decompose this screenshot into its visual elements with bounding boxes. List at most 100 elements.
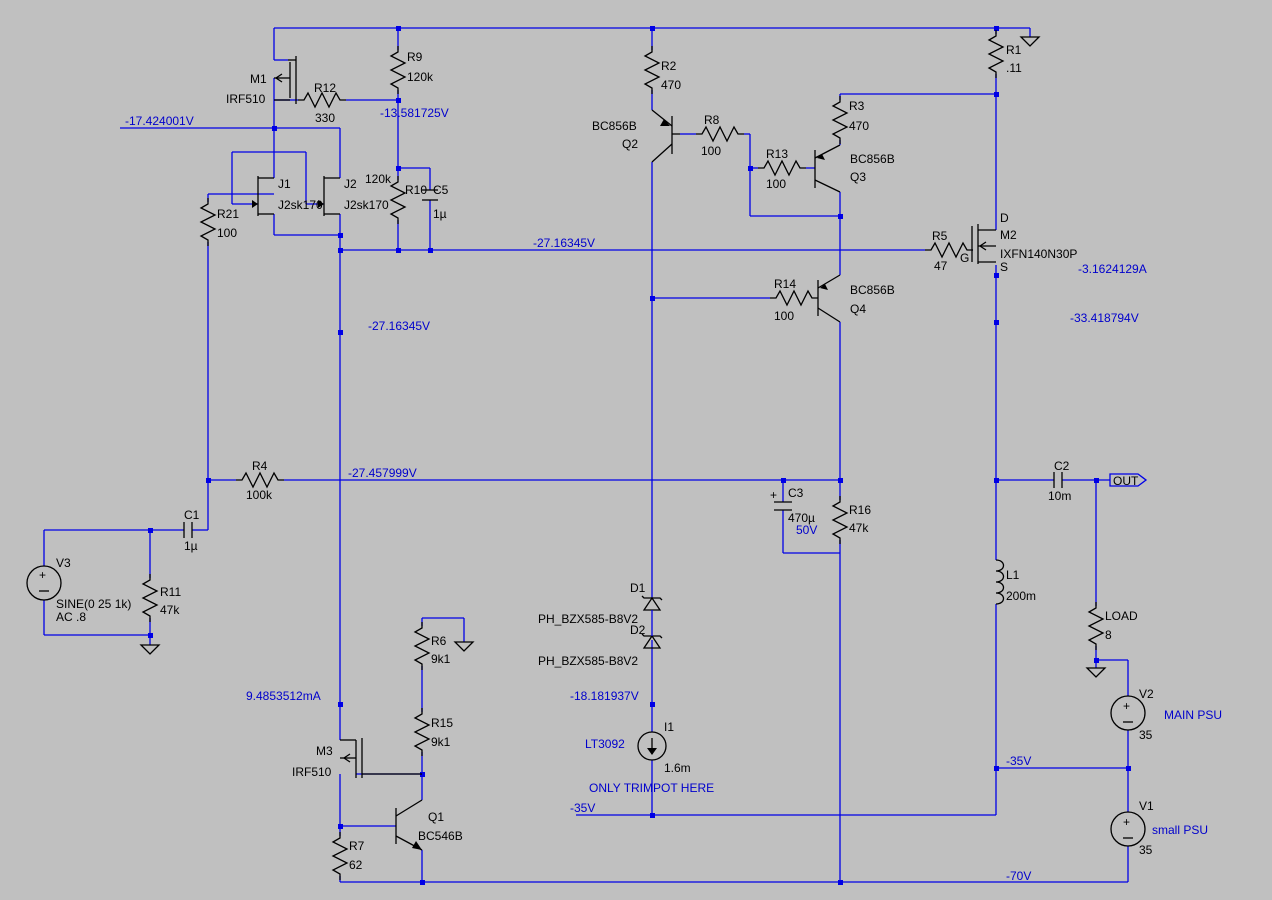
resistor-r2[interactable]: [644, 45, 660, 95]
label-r11-name: R11: [160, 585, 181, 599]
label-r10-value: 120k: [365, 172, 392, 186]
label-c2-value: 10m: [1048, 489, 1071, 503]
label-c3-name: C3: [788, 486, 804, 500]
svg-text:+: +: [1123, 699, 1130, 713]
capacitor-c1[interactable]: [183, 522, 193, 538]
label-load-value: 8: [1105, 628, 1112, 642]
net-label-n2: -13.581725V: [380, 106, 449, 120]
resistor-r15[interactable]: [414, 707, 430, 757]
label-v3-name: V3: [56, 556, 71, 570]
resistor-r4[interactable]: [235, 472, 285, 488]
bjt-q3[interactable]: [814, 144, 841, 193]
resistor-r21[interactable]: [200, 197, 216, 247]
label-d2-name: D2: [630, 623, 646, 637]
net-labels: -17.424001V -13.581725V -27.16345V -27.1…: [125, 106, 1147, 883]
label-v2-comment: MAIN PSU: [1164, 708, 1222, 722]
resistor-r11[interactable]: [142, 573, 158, 623]
label-l1-name: L1: [1006, 568, 1020, 582]
label-q2-model: BC856B: [592, 119, 637, 133]
bjt-q2[interactable]: [651, 109, 680, 163]
label-r9-name: R9: [407, 50, 423, 64]
label-r16-name: R16: [849, 503, 871, 517]
ground-icon: [454, 641, 474, 652]
label-r3-value: 470: [849, 119, 869, 133]
label-j1-model: J2sk170: [278, 198, 323, 212]
zener-d2[interactable]: [641, 626, 663, 649]
jfet-j2[interactable]: [318, 176, 340, 216]
inductor-l1[interactable]: [995, 559, 1005, 605]
net-label-n5: -27.457999V: [348, 466, 417, 480]
zener-d1[interactable]: [641, 590, 663, 626]
wires: [43, 27, 1129, 883]
note-trimpot: ONLY TRIMPOT HERE: [589, 781, 714, 795]
label-c1-name: C1: [184, 508, 200, 522]
ground-icon: [1086, 667, 1106, 678]
label-r13-name: R13: [766, 147, 788, 161]
label-r15-value: 9k1: [431, 735, 451, 749]
label-m2-pin-d: D: [1000, 211, 1009, 225]
label-r21-value: 100: [217, 226, 237, 240]
label-j2-model: J2sk170: [344, 198, 389, 212]
resistor-load[interactable]: [1088, 601, 1104, 651]
net-label-n12: -70V: [1006, 869, 1031, 883]
label-r15-name: R15: [431, 716, 453, 730]
resistor-r14[interactable]: [769, 290, 819, 306]
mosfet-m3[interactable]: [340, 738, 422, 778]
label-m2-name: M2: [1000, 228, 1017, 242]
resistor-r9[interactable]: [390, 45, 406, 95]
label-m3-name: M3: [316, 744, 333, 758]
label-r1-value: .11: [1006, 61, 1022, 75]
label-r14-value: 100: [774, 309, 794, 323]
label-m1-name: M1: [250, 72, 267, 86]
label-d1-model: PH_BZX585-B8V2: [538, 612, 638, 626]
junction-dots: [148, 26, 1131, 885]
net-label-n9: -18.181937V: [570, 689, 639, 703]
output-port[interactable]: OUT: [1109, 473, 1148, 488]
ground-icon: [140, 644, 160, 655]
label-r16-value: 47k: [849, 521, 869, 535]
resistor-r7[interactable]: [332, 831, 348, 881]
label-c2-name: C2: [1054, 459, 1070, 473]
bjt-q4[interactable]: [817, 274, 841, 323]
resistor-r3[interactable]: [832, 95, 848, 145]
resistor-r12[interactable]: [297, 92, 347, 108]
net-label-n11: -35V: [570, 801, 595, 815]
mosfet-m1[interactable]: [274, 56, 297, 104]
voltage-source-v3[interactable]: +: [26, 565, 62, 601]
resistor-r6[interactable]: [414, 621, 430, 671]
svg-text:+: +: [1123, 815, 1130, 829]
label-m3-model: IRF510: [292, 765, 332, 779]
resistor-r8[interactable]: [695, 126, 745, 142]
voltage-source-v1[interactable]: +: [1110, 811, 1146, 847]
label-i1-model: LT3092: [585, 737, 625, 751]
resistor-r10[interactable]: [390, 175, 406, 225]
label-c5-name: C5: [433, 183, 449, 197]
current-source-i1[interactable]: [637, 731, 667, 761]
label-load-name: LOAD: [1105, 609, 1138, 623]
component-labels: R1 .11 R2 470 R3 470 R4 100k R5 47 R6 9k…: [56, 43, 1222, 872]
voltage-source-v2[interactable]: +: [1110, 695, 1146, 731]
jfet-j1[interactable]: [252, 176, 274, 216]
label-r3-name: R3: [849, 99, 865, 113]
resistor-r16[interactable]: [832, 495, 848, 545]
net-label-n10: -35V: [1006, 754, 1031, 768]
label-v1-name: V1: [1139, 799, 1154, 813]
label-r9-value: 120k: [407, 70, 434, 84]
mosfet-m2[interactable]: [971, 224, 996, 264]
capacitor-c2[interactable]: [1053, 472, 1063, 488]
label-v1-comment: small PSU: [1152, 823, 1208, 837]
label-r12-value: 330: [315, 111, 335, 125]
label-r5-value: 47: [934, 259, 948, 273]
label-r10-name: R10: [405, 183, 427, 197]
bjt-q1[interactable]: [395, 799, 423, 851]
capacitor-c5[interactable]: [422, 189, 438, 201]
label-c3-rating: 50V: [796, 523, 817, 537]
label-l1-value: 200m: [1006, 589, 1036, 603]
label-r1-name: R1: [1006, 43, 1022, 57]
svg-text:+: +: [770, 488, 777, 502]
resistor-r1[interactable]: [988, 29, 1004, 79]
label-m2-pin-g: G: [960, 251, 969, 265]
capacitor-c3[interactable]: +: [770, 488, 792, 511]
resistor-r13[interactable]: [757, 160, 807, 176]
